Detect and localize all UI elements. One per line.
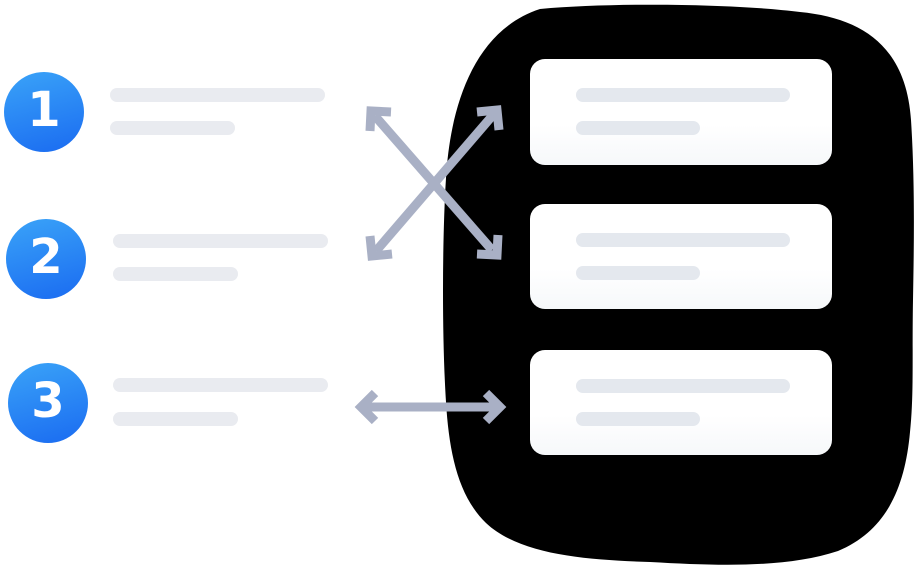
- bidirectional-arrow-icon: [354, 389, 507, 425]
- skeleton-line: [576, 412, 700, 426]
- step-2-badge: 2: [6, 219, 86, 299]
- skeleton-line: [110, 121, 235, 135]
- skeleton-line: [113, 378, 328, 392]
- step-1-badge: 1: [4, 72, 84, 152]
- skeleton-line: [576, 121, 700, 135]
- skeleton-line: [113, 234, 328, 248]
- result-card-3: [530, 350, 832, 455]
- step-3-badge: 3: [8, 363, 88, 443]
- result-card-2: [530, 204, 832, 309]
- step-number: 1: [27, 82, 61, 138]
- skeleton-line: [576, 266, 700, 280]
- step-number: 3: [31, 373, 65, 429]
- swap-arrows-cross-icon: [365, 105, 504, 261]
- skeleton-line: [113, 267, 238, 281]
- skeleton-line: [576, 379, 790, 393]
- step-number: 2: [29, 229, 63, 285]
- skeleton-line: [576, 233, 790, 247]
- skeleton-line: [113, 412, 238, 426]
- result-card-1: [530, 59, 832, 165]
- skeleton-line: [110, 88, 325, 102]
- skeleton-line: [576, 88, 790, 102]
